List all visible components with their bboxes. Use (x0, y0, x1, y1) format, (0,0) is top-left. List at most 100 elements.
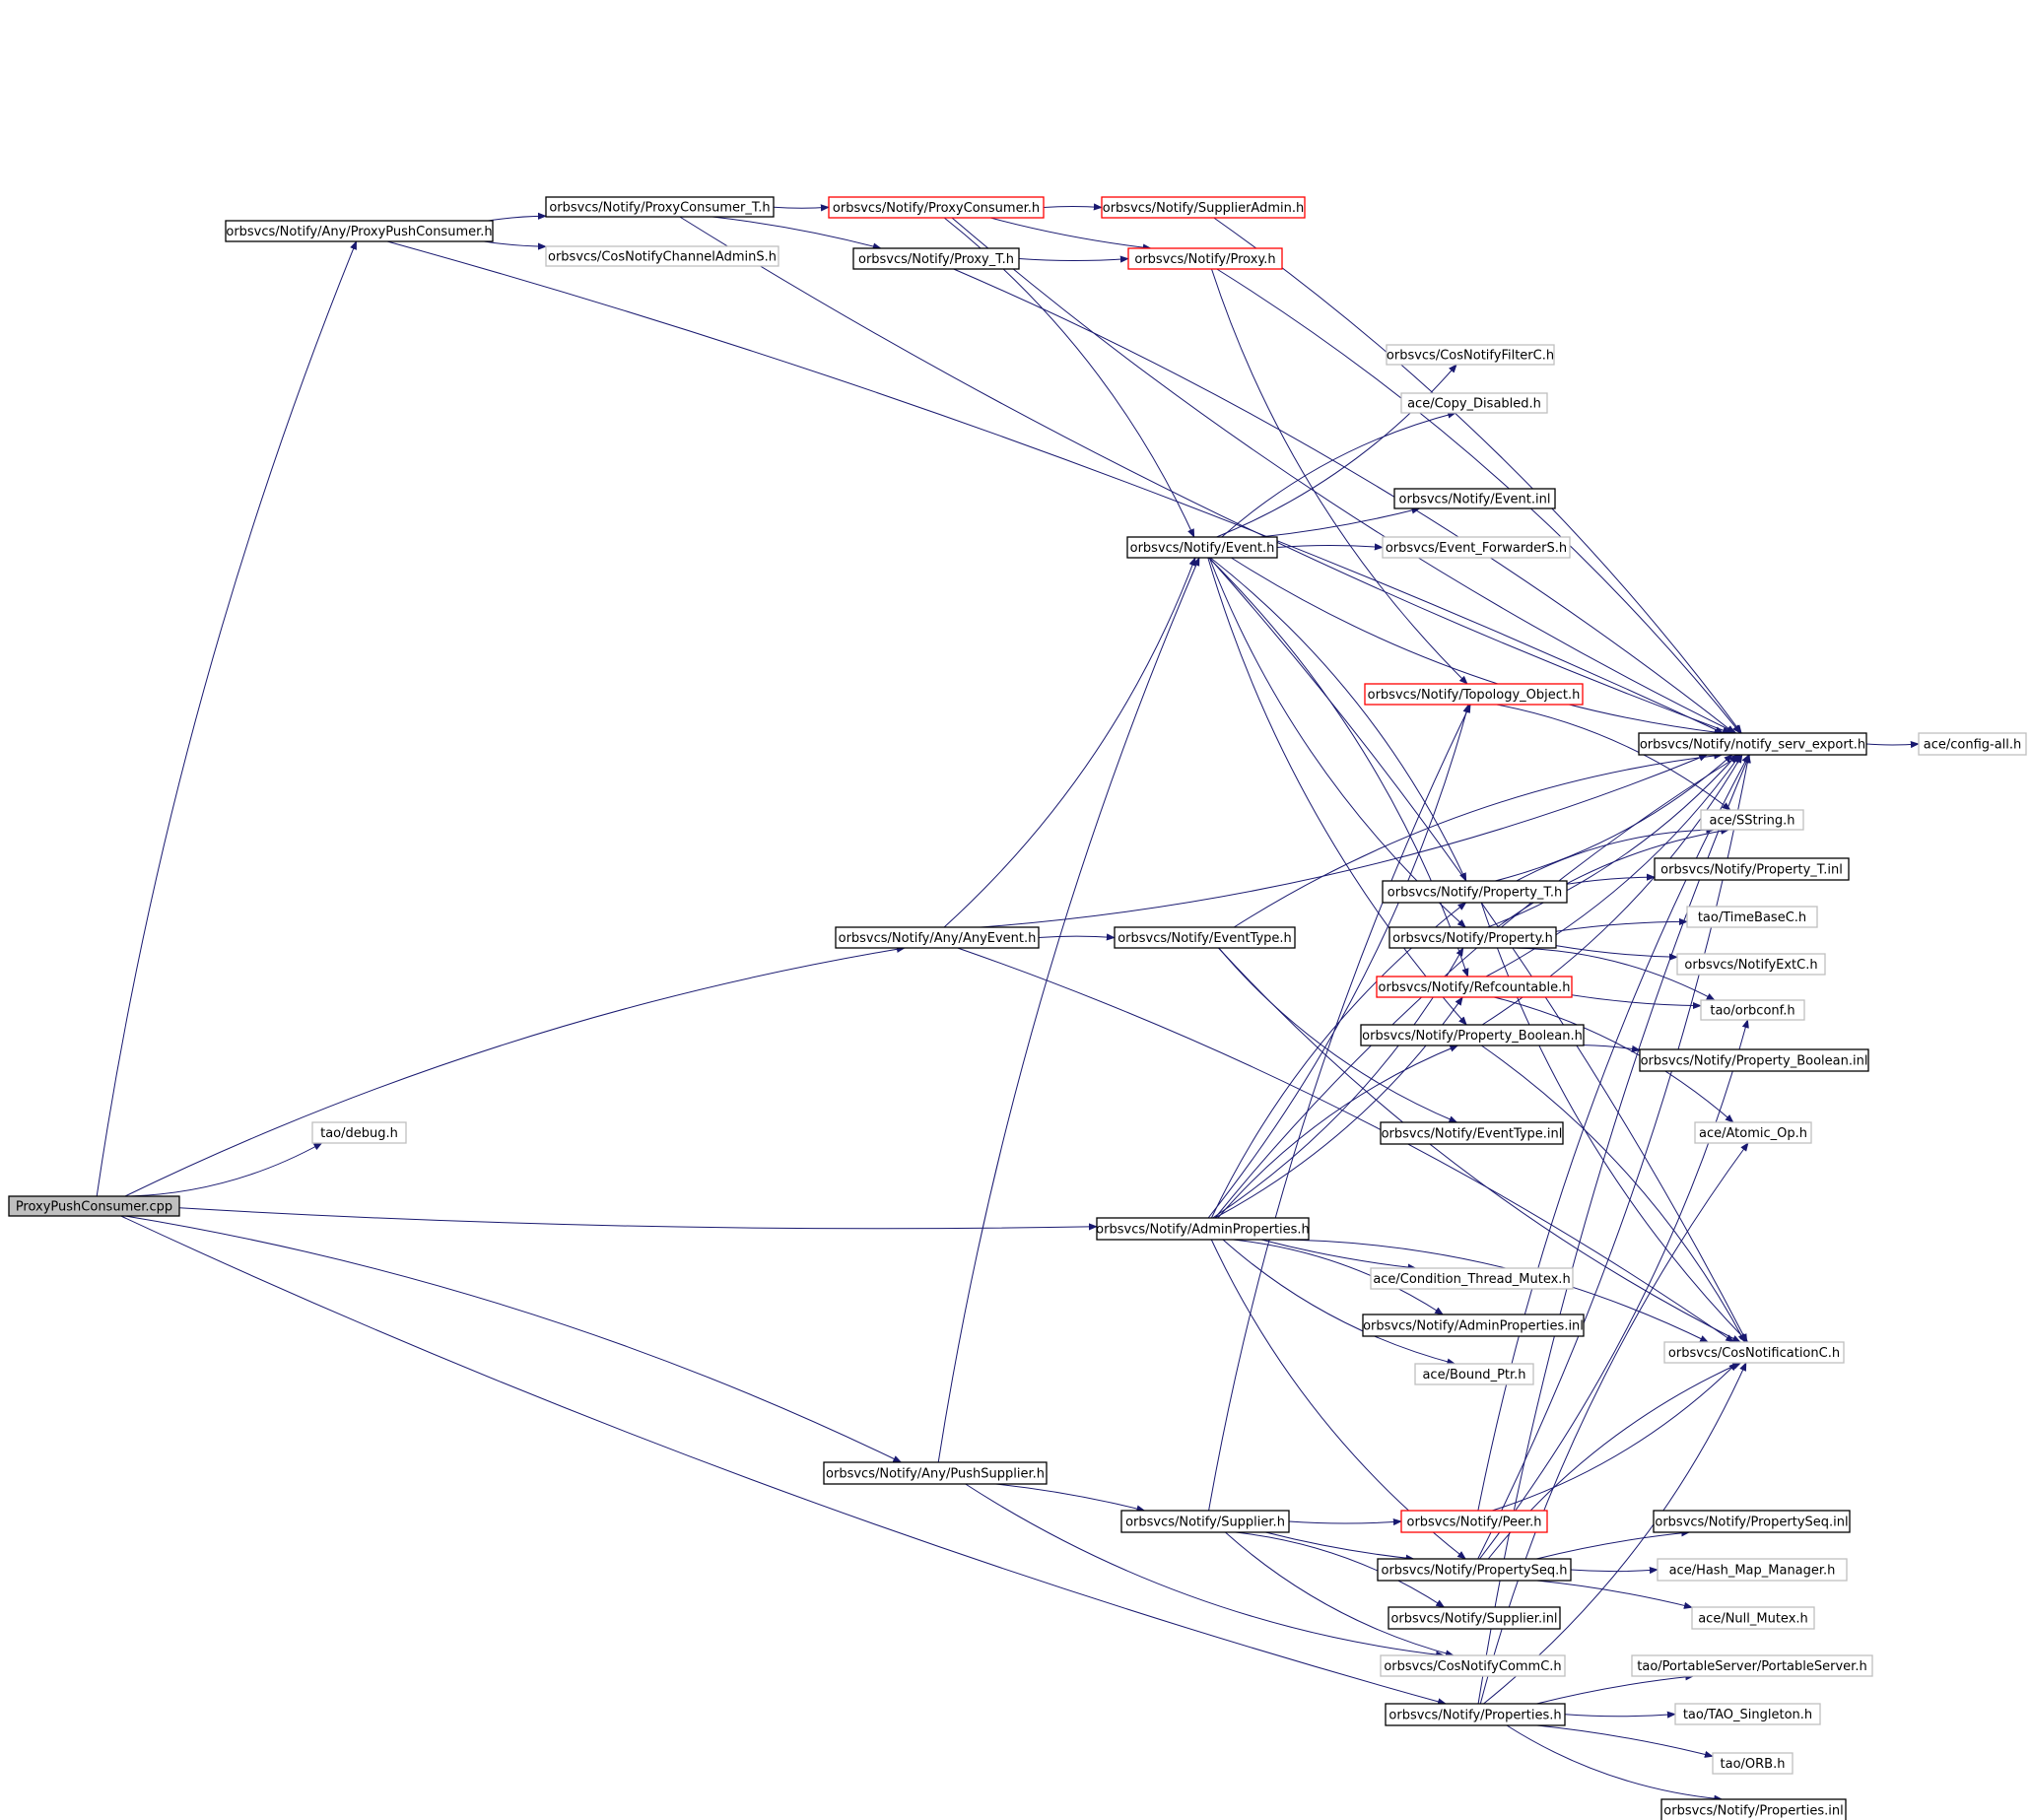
edge-event-to-refc (1208, 557, 1469, 977)
node-label: orbsvcs/CosNotifyFilterC.h (1387, 349, 1554, 364)
node-topo[interactable]: orbsvcs/Notify/Topology_Object.h (1364, 683, 1584, 706)
node-label: orbsvcs/Notify/Property_T.h (1388, 886, 1562, 901)
node-sstring: ace/SString.h (1700, 809, 1804, 831)
node-label: orbsvcs/Notify/Refcountable.h (1378, 980, 1570, 995)
node-label: orbsvcs/CosNotifyChannelAdminS.h (548, 250, 777, 265)
node-label: tao/TAO_Singleton.h (1683, 1708, 1812, 1722)
node-pT[interactable]: orbsvcs/Notify/Proxy_T.h (852, 247, 1020, 270)
node-label: ace/Condition_Thread_Mutex.h (1373, 1272, 1570, 1287)
node-pushSup[interactable]: orbsvcs/Notify/Any/PushSupplier.h (823, 1461, 1048, 1485)
edge-evType-to-cosNotif (1218, 947, 1741, 1343)
edge-prop-to-orbconf (1513, 947, 1716, 1001)
edge-props-to-portable (1536, 1673, 1695, 1705)
edge-prop-to-timeBase (1555, 917, 1688, 932)
edge-propBool-to-cosNotif (1481, 1045, 1746, 1343)
node-nse[interactable]: orbsvcs/Notify/notify_serv_export.h (1638, 732, 1867, 756)
node-adminPropsInl[interactable]: orbsvcs/Notify/AdminProperties.inl (1362, 1314, 1585, 1337)
node-label: orbsvcs/Notify/Property_T.inl (1660, 863, 1843, 878)
node-layer: ProxyPushConsumer.cpporbsvcs/Notify/Any/… (8, 196, 2027, 1820)
node-label: orbsvcs/Notify/Properties.inl (1663, 1804, 1843, 1819)
edge-propBool-to-propBoolInl (1583, 1045, 1641, 1052)
edge-anyPPC-to-cosNCA (484, 240, 547, 250)
node-box (1382, 536, 1571, 559)
edge-pcT-to-pT (711, 216, 882, 250)
node-propT[interactable]: orbsvcs/Notify/Property_T.h (1382, 880, 1568, 904)
node-label: orbsvcs/Notify/Property_Boolean.inl (1641, 1054, 1868, 1069)
edge-supplier-to-supInl (1235, 1531, 1446, 1608)
node-box (1663, 1341, 1845, 1364)
edge-propT-to-sstring (1516, 826, 1716, 882)
node-box (1385, 1703, 1566, 1726)
node-box (1370, 1267, 1574, 1290)
node-propBoolInl[interactable]: orbsvcs/Notify/Property_Boolean.inl (1639, 1048, 1869, 1072)
node-label: orbsvcs/Notify/notify_serv_export.h (1640, 738, 1865, 753)
node-label: orbsvcs/Notify/Peer.h (1406, 1516, 1541, 1530)
node-propSeqInl[interactable]: orbsvcs/Notify/PropertySeq.inl (1653, 1510, 1851, 1533)
edge-propSeq-to-orbconf (1479, 1019, 1749, 1560)
edge-nse-to-configAll (1865, 740, 1920, 749)
edge-anyPPC-to-nse (386, 240, 1725, 734)
node-box (1686, 906, 1818, 928)
node-adminProps[interactable]: orbsvcs/Notify/AdminProperties.h (1096, 1217, 1310, 1241)
node-box (311, 1121, 407, 1144)
node-condMutex: ace/Condition_Thread_Mutex.h (1370, 1267, 1574, 1290)
edge-prop-to-notifyExt (1555, 945, 1678, 961)
edge-anyEvent-to-evType (1038, 933, 1116, 941)
edge-adminProps-to-nse (1214, 754, 1741, 1219)
node-label: orbsvcs/Notify/AdminProperties.h (1096, 1223, 1310, 1238)
node-anyPPC[interactable]: orbsvcs/Notify/Any/ProxyPushConsumer.h (225, 220, 494, 242)
node-sa[interactable]: orbsvcs/Notify/SupplierAdmin.h (1101, 196, 1306, 219)
node-box (1639, 1048, 1869, 1072)
node-evFwd: orbsvcs/Event_ForwarderS.h (1382, 536, 1571, 559)
node-box (1674, 1703, 1821, 1725)
edge-refc-to-nse (1485, 754, 1741, 977)
node-supInl[interactable]: orbsvcs/Notify/Supplier.inl (1388, 1606, 1561, 1630)
node-label: orbsvcs/Notify/Proxy_T.h (858, 252, 1014, 267)
edge-pT-to-proxy (1018, 255, 1129, 263)
edge-event-to-eventInl (1259, 506, 1421, 538)
node-label: orbsvcs/Notify/Any/ProxyPushConsumer.h (226, 225, 492, 239)
node-pcT[interactable]: orbsvcs/Notify/ProxyConsumer_T.h (545, 196, 775, 218)
node-box (1660, 1798, 1847, 1820)
node-box (1388, 926, 1557, 949)
node-evType[interactable]: orbsvcs/Notify/EventType.h (1114, 926, 1296, 949)
edge-refc-to-atomic (1493, 996, 1734, 1123)
node-propBool[interactable]: orbsvcs/Notify/Property_Boolean.h (1360, 1024, 1585, 1046)
node-box (1126, 536, 1278, 559)
edge-root-to-adminProps (178, 1207, 1098, 1231)
edge-peer-to-cosNotif (1492, 1362, 1738, 1512)
node-prop[interactable]: orbsvcs/Notify/Property.h (1388, 926, 1557, 949)
node-box (1657, 1558, 1848, 1582)
node-pc[interactable]: orbsvcs/Notify/ProxyConsumer.h (828, 196, 1045, 219)
node-box (1377, 1558, 1572, 1582)
node-label: orbsvcs/Notify/Any/PushSupplier.h (826, 1467, 1045, 1482)
node-evTypeInl[interactable]: orbsvcs/Notify/EventType.inl (1380, 1121, 1564, 1145)
node-props[interactable]: orbsvcs/Notify/Properties.h (1385, 1703, 1566, 1726)
node-propTInl[interactable]: orbsvcs/Notify/Property_T.inl (1654, 857, 1850, 881)
node-label: orbsvcs/Notify/Event.inl (1399, 493, 1551, 507)
node-propsInl[interactable]: orbsvcs/Notify/Properties.inl (1660, 1798, 1847, 1820)
edge-proxy-to-nse (1216, 268, 1741, 734)
node-portable: tao/PortableServer/PortableServer.h (1631, 1654, 1873, 1677)
node-filterC: orbsvcs/CosNotifyFilterC.h (1386, 344, 1555, 366)
node-label: orbsvcs/Notify/AdminProperties.inl (1363, 1319, 1584, 1334)
node-cosNCA: orbsvcs/CosNotifyChannelAdminS.h (545, 245, 779, 267)
edge-anyPPC-to-pcT (488, 212, 547, 222)
edge-event-to-propBool (1207, 557, 1467, 1026)
edge-propSeq-to-hashMap (1570, 1566, 1659, 1575)
node-box (225, 220, 494, 242)
node-refc[interactable]: orbsvcs/Notify/Refcountable.h (1376, 976, 1573, 998)
node-supplier[interactable]: orbsvcs/Notify/Supplier.h (1120, 1510, 1290, 1533)
node-box (835, 926, 1040, 949)
edge-refc-to-orbconf (1571, 994, 1702, 1010)
node-proxy[interactable]: orbsvcs/Notify/Proxy.h (1127, 247, 1283, 270)
node-propSeq[interactable]: orbsvcs/Notify/PropertySeq.h (1377, 1558, 1572, 1582)
node-anyEvent[interactable]: orbsvcs/Notify/Any/AnyEvent.h (835, 926, 1040, 949)
node-label: orbsvcs/Notify/Supplier.h (1125, 1516, 1285, 1530)
node-box (1388, 1606, 1561, 1630)
node-event[interactable]: orbsvcs/Notify/Event.h (1126, 536, 1278, 559)
node-eventInl[interactable]: orbsvcs/Notify/Event.inl (1393, 488, 1556, 509)
node-peer[interactable]: orbsvcs/Notify/Peer.h (1400, 1510, 1548, 1533)
node-box (1382, 880, 1568, 904)
node-box (1400, 1510, 1548, 1533)
